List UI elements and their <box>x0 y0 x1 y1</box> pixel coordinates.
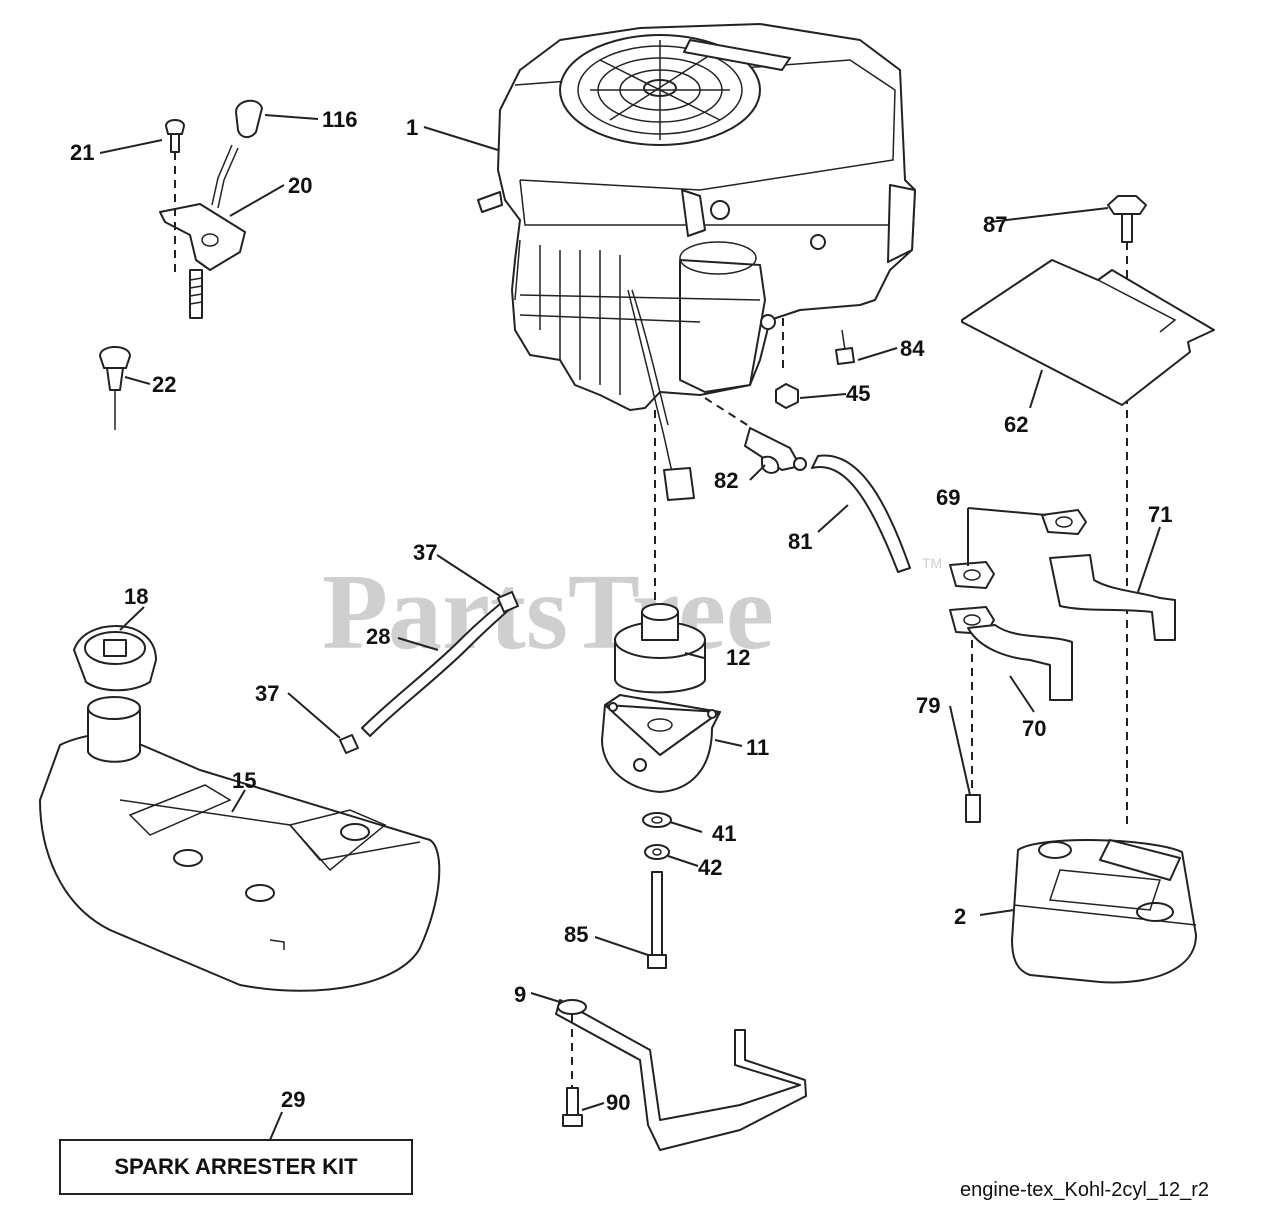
callout-42[interactable]: 42 <box>698 855 722 880</box>
nut-45-part[interactable] <box>775 383 799 409</box>
clamp-37-lower-part[interactable] <box>339 734 359 754</box>
bolt-84-part[interactable] <box>835 347 855 365</box>
callout-116[interactable]: 116 <box>322 107 358 132</box>
flange-bolt-87-part[interactable] <box>1107 195 1147 243</box>
callout-18[interactable]: 18 <box>124 584 148 609</box>
washer-41-part[interactable] <box>642 812 672 828</box>
callout-79[interactable]: 79 <box>916 693 940 718</box>
callout-1[interactable]: 1 <box>406 115 418 140</box>
spark-arrester-kit-label: SPARK ARRESTER KIT <box>114 1154 358 1179</box>
bracket-9-part[interactable] <box>555 999 807 1151</box>
knob-116-part[interactable] <box>235 99 263 138</box>
watermark-trademark: TM <box>922 555 942 571</box>
callout-22[interactable]: 22 <box>152 372 176 397</box>
callout-90[interactable]: 90 <box>606 1090 630 1115</box>
exhaust-pipe-70-part[interactable] <box>967 624 1073 701</box>
bolt-90-part[interactable] <box>566 1087 579 1116</box>
callout-81[interactable]: 81 <box>788 529 812 554</box>
callout-82[interactable]: 82 <box>714 468 738 493</box>
callout-15[interactable]: 15 <box>232 768 256 793</box>
muffler-part[interactable] <box>1011 839 1197 984</box>
callout-71[interactable]: 71 <box>1148 502 1172 527</box>
screw-21-part[interactable] <box>165 119 185 135</box>
callout-29[interactable]: 29 <box>281 1087 305 1112</box>
exhaust-pipe-71-part[interactable] <box>1049 554 1176 641</box>
callout-70[interactable]: 70 <box>1022 716 1046 741</box>
fuel-neck-part <box>87 696 141 763</box>
callout-21[interactable]: 21 <box>70 140 94 165</box>
pulley-12-part[interactable] <box>614 603 706 694</box>
engine-part[interactable] <box>477 23 916 411</box>
callout-84[interactable]: 84 <box>900 336 925 361</box>
callout-37-lower[interactable]: 37 <box>255 681 279 706</box>
callout-37-upper[interactable]: 37 <box>413 540 437 565</box>
callout-62[interactable]: 62 <box>1004 412 1028 437</box>
choke-knob-22-part[interactable] <box>99 346 131 369</box>
washer-42-part[interactable] <box>644 844 670 860</box>
callout-9[interactable]: 9 <box>514 982 526 1007</box>
callout-85[interactable]: 85 <box>564 922 588 947</box>
watermark: PartsTree <box>322 553 774 672</box>
bolt-85-part[interactable] <box>651 871 663 956</box>
callout-2[interactable]: 2 <box>954 904 966 929</box>
spark-arrester-kit-box[interactable] <box>59 1139 413 1195</box>
heat-shield-part[interactable] <box>961 259 1215 406</box>
connector-plug <box>663 467 695 501</box>
callout-69[interactable]: 69 <box>936 485 960 510</box>
fuel-hose-81-part[interactable] <box>811 454 911 573</box>
diagram-reference: engine-tex_Kohl-2cyl_12_r2 <box>960 1179 1209 1201</box>
callout-12[interactable]: 12 <box>726 645 750 670</box>
fuel-cap-18-part[interactable] <box>73 625 157 692</box>
callout-11[interactable]: 11 <box>746 735 769 760</box>
callout-28[interactable]: 28 <box>366 624 390 649</box>
bolt-79-part[interactable] <box>965 794 981 823</box>
clamp-37-upper-part[interactable] <box>497 591 519 613</box>
callout-87[interactable]: 87 <box>983 212 1007 237</box>
callout-45[interactable]: 45 <box>846 381 870 406</box>
callout-20[interactable]: 20 <box>288 173 312 198</box>
fuel-filter-82-part[interactable] <box>744 427 807 474</box>
pto-clutch-11-part[interactable] <box>601 694 721 793</box>
callout-41[interactable]: 41 <box>712 821 736 846</box>
